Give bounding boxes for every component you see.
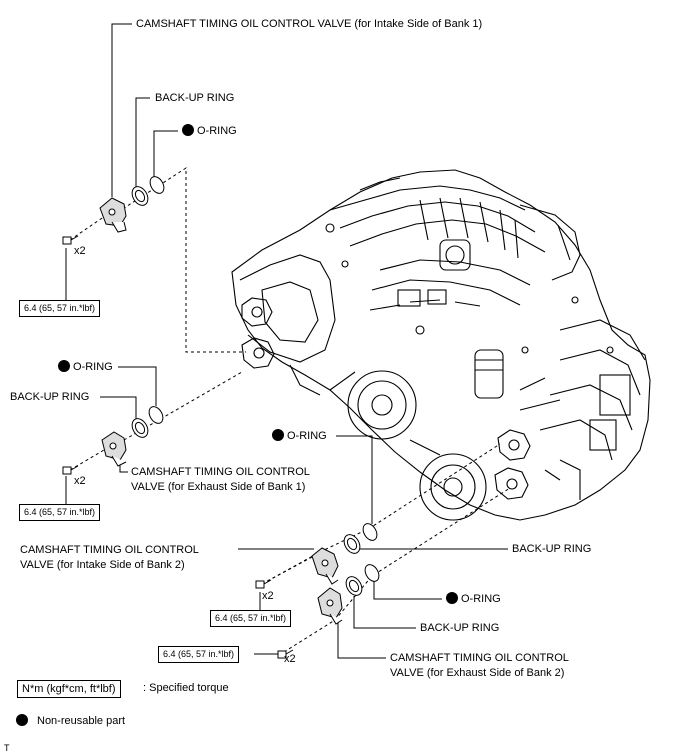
ocv-intake-bank2-part [311, 547, 339, 585]
multiplier-2: x2 [74, 475, 86, 487]
legend-torque-desc: : Specified torque [143, 682, 229, 694]
label-ocv-intake-bank1: CAMSHAFT TIMING OIL CONTROL VALVE (for I… [136, 18, 483, 30]
nonreusable-icon [182, 124, 194, 136]
dashed-axis-1 [117, 167, 246, 353]
engine-illustration [231, 169, 651, 521]
leader-ocv-intake-bank1 [111, 23, 132, 197]
multiplier-1: x2 [74, 245, 86, 257]
label-ocv-exhaust-bank1-line1: CAMSHAFT TIMING OIL CONTROL [131, 466, 310, 478]
bolt-2-part [62, 465, 79, 475]
multiplier-4: x2 [284, 653, 296, 665]
legend-nonreusable: Non-reusable part [16, 714, 125, 729]
torque-box-4: 6.4 (65, 57 in.*lbf) [158, 646, 240, 663]
label-oring-2-text: O-RING [73, 361, 113, 373]
leader-oring-2 [118, 366, 157, 406]
label-ocv-intake-bank2-line2: VALVE (for Intake Side of Bank 2) [20, 559, 185, 571]
dashed-axis-3 [261, 443, 501, 585]
nonreusable-icon [446, 592, 458, 604]
label-ocv-intake-bank2-line1: CAMSHAFT TIMING OIL CONTROL [20, 544, 199, 556]
ocv-exhaust-bank2-part [317, 587, 343, 625]
label-oring-3: O-RING [272, 429, 327, 444]
bolt-4-part [277, 649, 294, 659]
dashed-axis-4 [283, 487, 511, 653]
leader-backup-ring-2 [100, 396, 137, 420]
label-oring-4: O-RING [446, 592, 501, 607]
multiplier-3: x2 [262, 590, 274, 602]
leader-oring-3 [336, 435, 373, 524]
bolt-line-2 [69, 449, 105, 471]
nonreusable-icon [272, 429, 284, 441]
label-oring-1: O-RING [182, 124, 237, 139]
torque-box-2: 6.4 (65, 57 in.*lbf) [19, 504, 101, 521]
bolt-1-part [62, 235, 79, 245]
label-ocv-exhaust-bank2-line2: VALVE (for Exhaust Side of Bank 2) [390, 667, 565, 679]
oring-2-part [148, 406, 164, 424]
leader-oring-1 [153, 130, 178, 182]
bolt-line-3 [261, 555, 315, 585]
leader-backup-ring-1 [135, 97, 150, 188]
legend-torque-unit: N*m (kgf*cm, ft*lbf) [17, 680, 121, 698]
oring-1-part [149, 176, 165, 194]
label-backup-ring-2: BACK-UP RING [10, 391, 90, 403]
label-ocv-exhaust-bank1-line2: VALVE (for Exhaust Side of Bank 1) [131, 481, 306, 493]
torque-box-1: 6.4 (65, 57 in.*lbf) [19, 300, 101, 317]
ocv-intake-bank1-part [99, 197, 127, 233]
oring-3-part [362, 523, 378, 541]
label-oring-4-text: O-RING [461, 593, 501, 605]
corner-mark: T [4, 743, 10, 753]
label-oring-3-text: O-RING [287, 430, 327, 442]
label-oring-1-text: O-RING [197, 125, 237, 137]
dashed-axis-2 [123, 371, 243, 441]
legend-nonreusable-text: Non-reusable part [37, 715, 126, 727]
nonreusable-icon [58, 360, 70, 372]
label-backup-ring-4: BACK-UP RING [420, 622, 500, 634]
bolt-3-part [255, 579, 272, 589]
oring-4-part [364, 564, 380, 582]
label-ocv-exhaust-bank2-line1: CAMSHAFT TIMING OIL CONTROL [390, 652, 569, 664]
ocv-exhaust-bank1-part [101, 431, 127, 467]
leader-ocv-exhaust-bank2 [337, 618, 386, 659]
leader-backup-ring-4 [353, 596, 416, 629]
label-backup-ring-3: BACK-UP RING [512, 543, 592, 555]
label-oring-2: O-RING [58, 360, 113, 375]
bolt-line-1 [69, 213, 109, 241]
leader-oring-4 [373, 580, 442, 600]
nonreusable-icon [16, 714, 28, 726]
torque-box-3: 6.4 (65, 57 in.*lbf) [210, 610, 292, 627]
label-backup-ring-1: BACK-UP RING [155, 92, 235, 104]
